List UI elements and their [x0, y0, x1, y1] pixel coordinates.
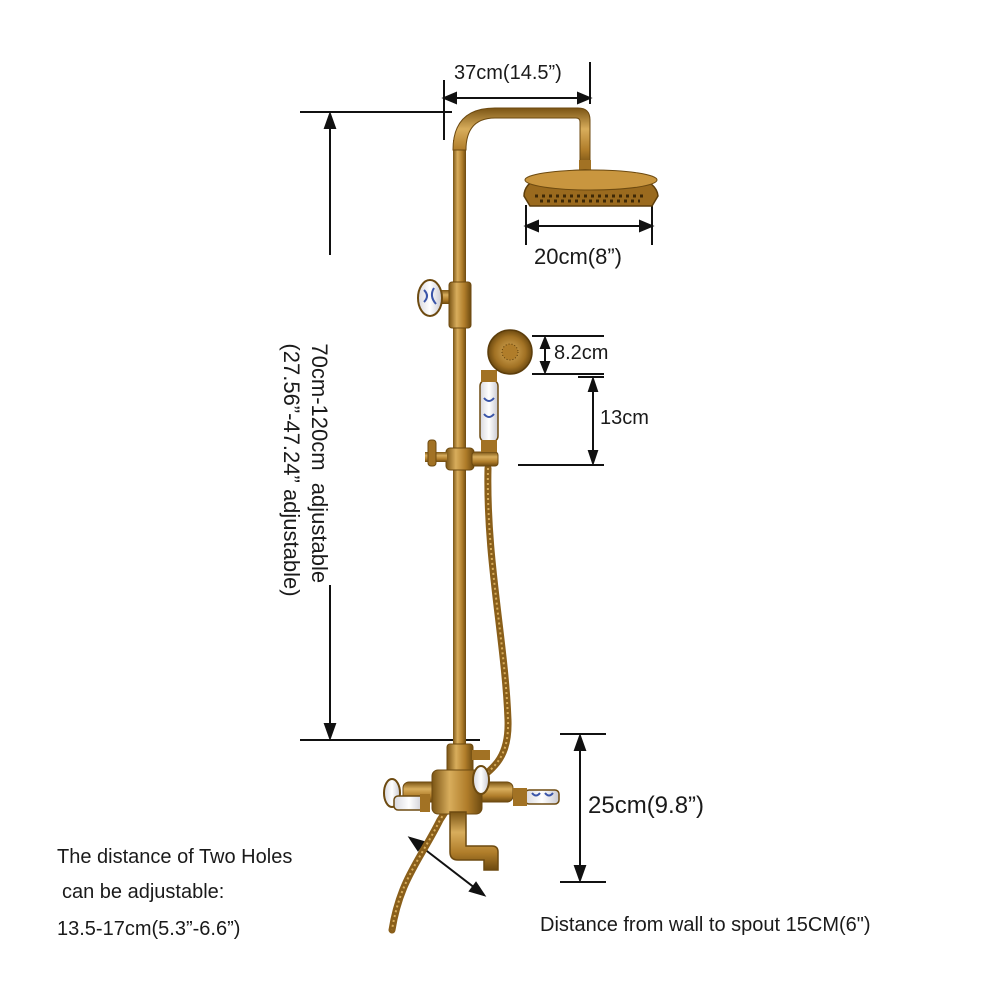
porcelain-pattern: [423, 287, 437, 305]
handheld-handle: [479, 379, 499, 443]
right-handle: [524, 789, 560, 805]
wall-flange-right: [472, 765, 490, 795]
height-range-text: 70cm-120cm adjustable (27.56”-47.24” adj…: [277, 343, 333, 596]
spout-distance-note: Distance from wall to spout 15CM(6"): [540, 914, 871, 936]
handheld-holder: [445, 447, 475, 471]
rain-head-top: [524, 169, 658, 191]
mixer-dim-arrow-bottom: [573, 865, 587, 883]
left-handle: [393, 795, 425, 811]
spout-dim-arrow-bottom: [468, 881, 487, 897]
slide-collar: [448, 281, 472, 329]
handheld-head-center: [501, 343, 519, 361]
mixer-height-label: 25cm(9.8”): [588, 792, 705, 819]
head-diameter-label: 20cm(8”): [534, 244, 623, 269]
right-handle-cap: [513, 788, 527, 806]
handle-pattern-right: [531, 792, 554, 797]
hand-head-dim-arrow-bottom: [539, 361, 551, 375]
handle-bottom-ring: [481, 440, 497, 452]
handle-dim-arrow-bottom: [587, 450, 599, 467]
holder-knob-tip: [427, 439, 437, 467]
height-dim-arrow-bottom: [323, 723, 337, 741]
holes-note-line1: The distance of Two Holes: [57, 846, 293, 868]
shower-arm: [452, 107, 591, 169]
arm-length-label: 37cm(14.5”): [454, 62, 562, 84]
height-range-cm: 70cm-120cm adjustable: [307, 343, 332, 584]
shower-hardware: [383, 107, 659, 934]
height-dim-arrow-top: [323, 111, 337, 129]
handheld-handle-label: 13cm: [600, 407, 649, 429]
arm-dim-arrow-left: [441, 91, 457, 105]
dimension-lines: [300, 62, 655, 897]
handheld-head-label: 8.2cm: [554, 342, 609, 364]
spout-dim-arrow-top: [407, 836, 426, 852]
holes-note-line3: 13.5-17cm(5.3”-6.6”): [57, 918, 241, 940]
holder-cradle: [471, 451, 499, 467]
hand-head-dim-arrow-top: [539, 335, 551, 349]
left-handle-cap: [420, 794, 430, 812]
arm-dim-arrow-right: [577, 91, 593, 105]
handle-pattern: [483, 397, 495, 418]
head-dim-arrow-right: [639, 219, 655, 233]
hose-highlight: [391, 467, 510, 931]
diverter-knob: [472, 750, 490, 760]
handle-dim-arrow-top: [587, 375, 599, 392]
tub-spout: [449, 811, 499, 871]
head-dim-arrow-left: [523, 219, 539, 233]
rain-head-nozzles: [535, 194, 645, 203]
holes-note-line2: can be adjustable:: [62, 881, 225, 903]
handle-top-ring: [481, 370, 497, 382]
mixer-dim-arrow-top: [573, 733, 587, 751]
wall-bracket-flange: [417, 279, 443, 317]
height-range-in: (27.56”-47.24” adjustable): [279, 343, 304, 597]
